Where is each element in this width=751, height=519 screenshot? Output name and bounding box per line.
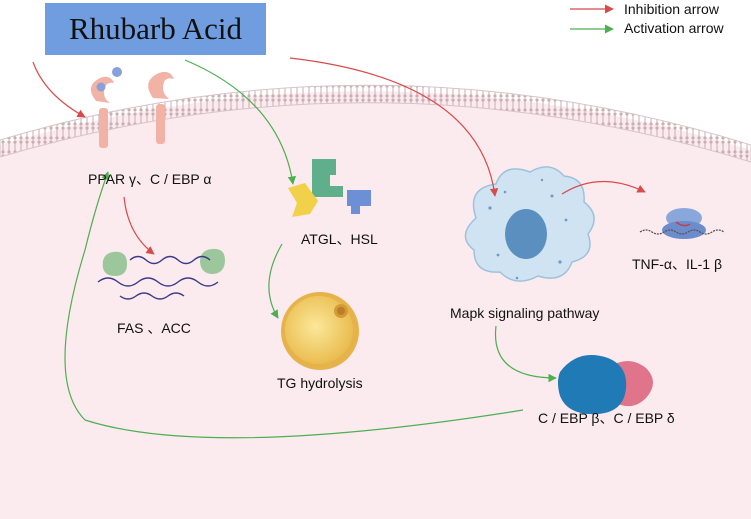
arrow-rhubarb-to-receptor	[32, 61, 86, 118]
cell-membrane	[0, 84, 751, 163]
label-atgl-hsl: ATGL、HSL	[301, 231, 378, 247]
arrow-cebp-to-ppar	[64, 171, 524, 439]
legend-activation-label: Activation arrow	[624, 20, 724, 36]
arrow-rhubarb-to-mapk	[289, 57, 499, 197]
arrow-atgl-to-tg	[268, 243, 283, 319]
title-banner: Rhubarb Acid	[45, 3, 266, 55]
page-title: Rhubarb Acid	[68, 11, 243, 46]
receptor-right	[148, 71, 174, 144]
label-mapk: Mapk signaling pathway	[450, 305, 600, 321]
cebp-beta-delta	[558, 355, 653, 415]
arrow-ppar-to-fas	[123, 196, 155, 255]
arrow-rhubarb-to-atgl	[184, 59, 296, 185]
ligand-bound	[96, 82, 106, 92]
lipid-droplet	[281, 292, 359, 370]
fas-acc-proteins	[97, 248, 225, 300]
arrow-mapk-to-cebp	[494, 325, 557, 383]
cytokine-ribosome	[639, 208, 725, 239]
ligand-molecule	[112, 67, 122, 77]
atgl-hsl-enzymes	[288, 159, 371, 217]
legend-inhibition-label: Inhibition arrow	[624, 1, 719, 17]
label-tg-hydrolysis: TG hydrolysis	[277, 375, 363, 391]
label-ppar: PPAR γ、C / EBP α	[88, 171, 212, 187]
cell-cytoplasm	[0, 91, 751, 519]
label-cebp: C / EBP β、C / EBP δ	[538, 410, 675, 426]
label-fas-acc: FAS 、ACC	[117, 320, 191, 336]
arrow-mapk-to-tnf	[561, 180, 646, 195]
label-tnf-il1: TNF-α、IL-1 β	[632, 256, 723, 272]
